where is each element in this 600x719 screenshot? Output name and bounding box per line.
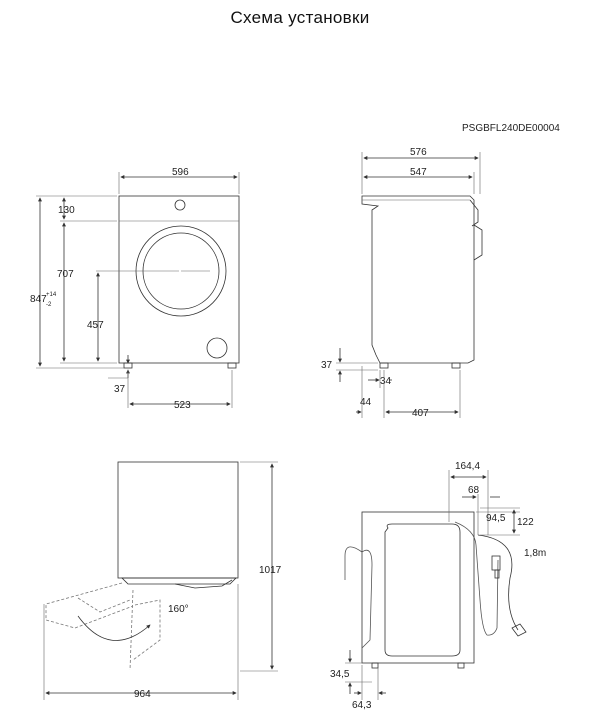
rear-drain-height-label: 34,5 <box>330 669 350 680</box>
inlet-tap <box>491 555 501 571</box>
rear-hose-width-label: 164,4 <box>455 461 480 472</box>
front-body <box>118 195 240 364</box>
top-height-open-label: 1017 <box>259 565 282 576</box>
rear-panel <box>384 523 461 657</box>
rear-view: 164,4 68 94,5 122 1,8m 34,5 64,3 <box>330 461 546 711</box>
side-depth-total-label: 576 <box>410 147 427 158</box>
top-width-open-label: 964 <box>134 689 151 700</box>
side-depth-body-label: 547 <box>410 167 427 178</box>
detergent-knob <box>174 199 186 211</box>
rear-inlet-height-a-label: 94,5 <box>486 513 506 524</box>
power-cord <box>477 534 519 631</box>
page-title: Схема установки <box>230 8 370 27</box>
top-body <box>117 461 239 579</box>
front-door-bottom-label: 457 <box>87 320 104 331</box>
front-foot-height-label: 37 <box>114 384 126 395</box>
front-view: 596 847 +14 -2 130 707 457 37 523 <box>30 167 240 411</box>
front-width-label: 596 <box>172 167 189 178</box>
side-foot-height-label: 37 <box>321 360 333 371</box>
rear-inlet-offset-label: 68 <box>468 485 480 496</box>
side-foot-offset-label: 34 <box>380 376 392 387</box>
filter-cap <box>206 337 228 359</box>
side-front-offset-label: 44 <box>360 397 372 408</box>
side-body <box>361 195 475 364</box>
rear-inlet-height-b-label: 122 <box>517 517 534 528</box>
top-view: 160° 1017 964 <box>43 461 282 700</box>
front-feet-span-label: 523 <box>174 400 191 411</box>
side-view: 576 547 37 34 44 407 <box>321 147 483 419</box>
side-feet-depth-label: 407 <box>412 408 429 419</box>
front-tolerance-bottom: -2 <box>46 302 52 308</box>
front-total-height-label: 847 <box>30 294 47 305</box>
rear-cord-length-label: 1,8m <box>524 548 546 559</box>
model-code: PSGBFL240DE00004 <box>462 123 560 134</box>
drain-hose <box>344 546 363 580</box>
top-door-angle-label: 160° <box>168 604 189 615</box>
rear-body <box>361 511 475 664</box>
rear-drain-offset-label: 64,3 <box>352 700 372 711</box>
front-top-height-label: 130 <box>58 205 75 216</box>
front-tolerance-top: +14 <box>46 292 57 298</box>
front-door-center-label: 707 <box>57 269 74 280</box>
